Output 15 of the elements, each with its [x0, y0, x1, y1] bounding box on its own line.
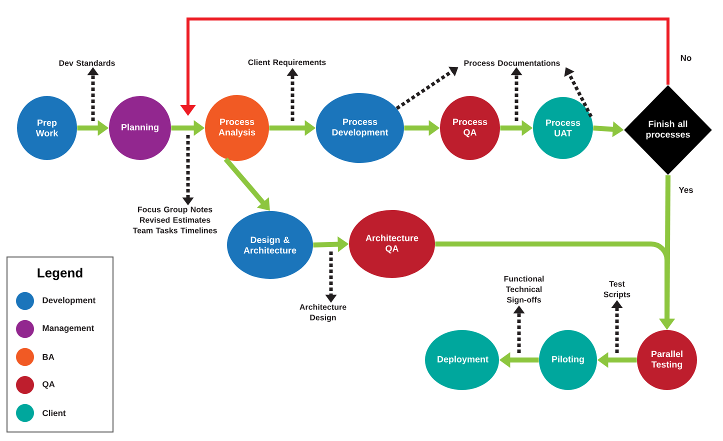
legend-label: Client — [42, 410, 66, 416]
legend-label: BA — [42, 354, 54, 360]
artifact-label: Client Requirements — [248, 59, 326, 67]
artifact-label: Dev Standards — [59, 60, 115, 66]
edge-label: No — [679, 54, 693, 62]
edge-label: Yes — [678, 186, 694, 194]
artifact-label: Test Scripts — [604, 281, 630, 299]
legend-label: Development — [42, 297, 96, 305]
artifact-label: Functional Technical Sign-offs — [504, 276, 544, 304]
legend-label: QA — [42, 381, 55, 389]
artifact-label: Architecture Design — [300, 304, 346, 322]
artifact-label: Focus Group Notes Revised Estimates Team Tasks Timelines — [132, 206, 217, 234]
legend-title: Legend — [38, 268, 82, 280]
artifact-label: Process Documentations — [464, 60, 560, 66]
legend-label: Management — [42, 325, 94, 333]
